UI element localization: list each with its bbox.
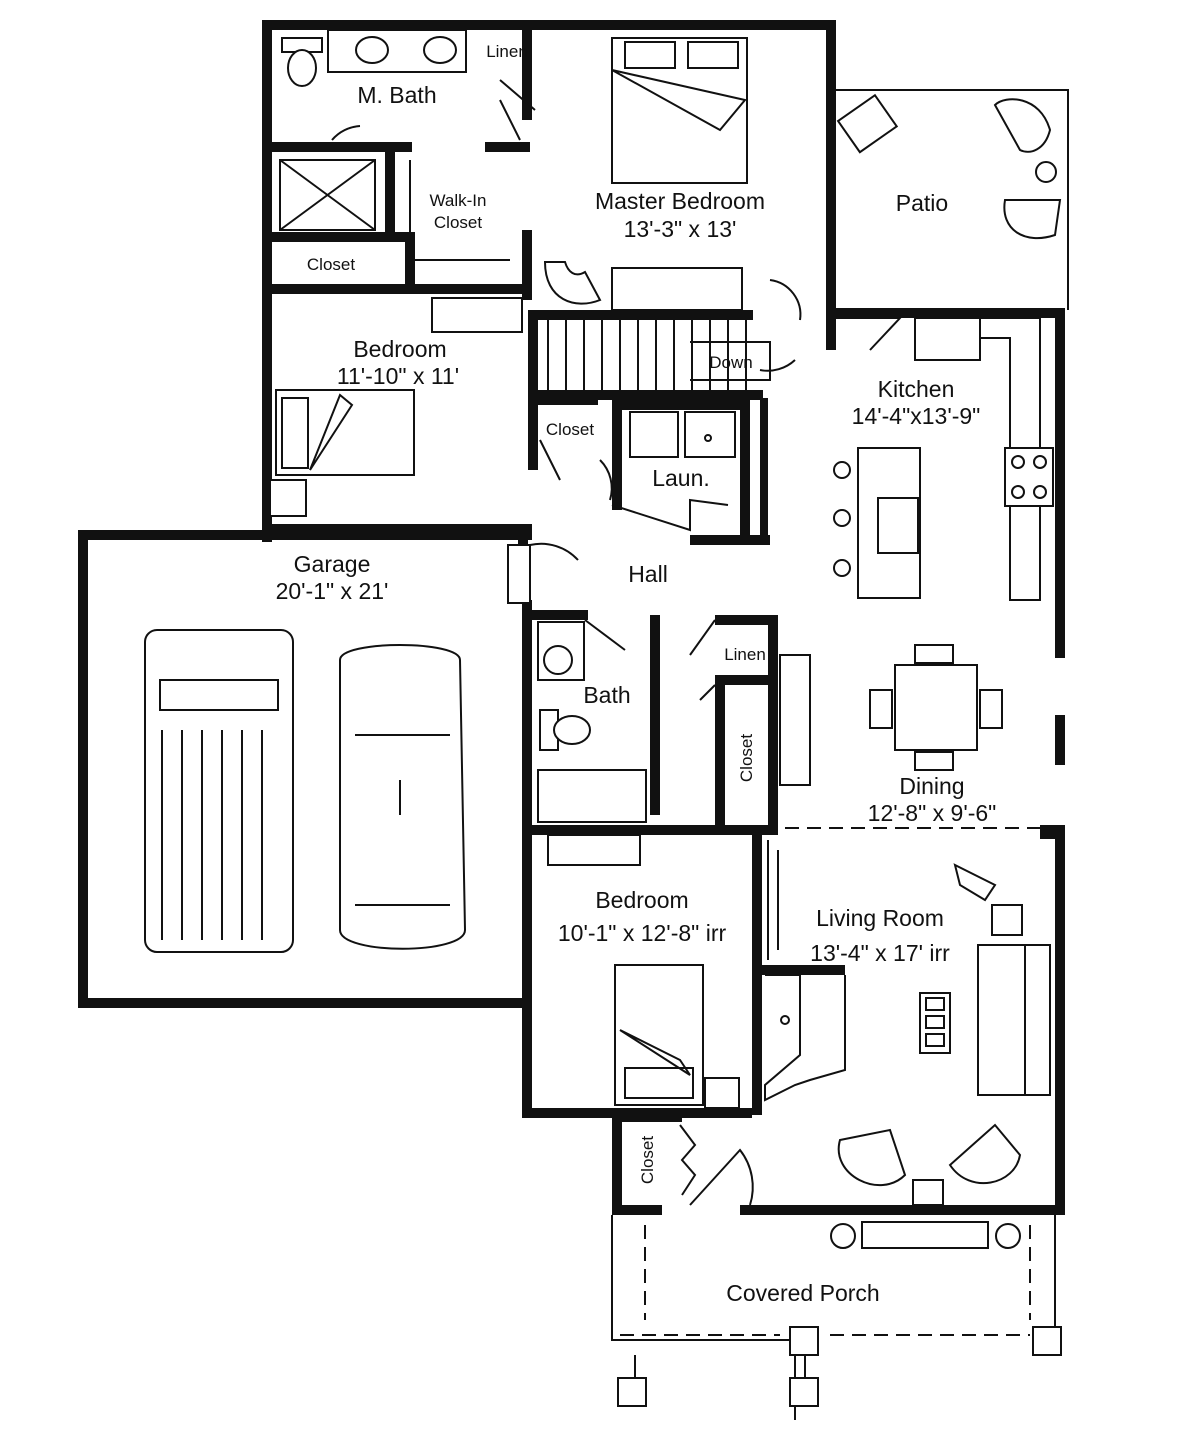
label-laundry: Laun. bbox=[652, 465, 710, 491]
label-linen-mid: Linen bbox=[724, 645, 766, 664]
master-bath-fixtures bbox=[279, 29, 510, 261]
label-kitchen-size: 14'-4"x13'-9" bbox=[852, 403, 981, 429]
label-hall: Hall bbox=[628, 561, 668, 587]
label-bedroom-2: Bedroom bbox=[595, 887, 688, 913]
dining-furniture bbox=[869, 644, 1003, 771]
label-closet-entry: Closet bbox=[638, 1136, 657, 1184]
entry-details bbox=[679, 1124, 754, 1206]
laundry-fixtures bbox=[539, 411, 736, 532]
label-m-bath: M. Bath bbox=[357, 82, 436, 108]
label-kitchen: Kitchen bbox=[878, 376, 955, 402]
label-walk-in-2: Closet bbox=[434, 213, 482, 232]
label-closet-vertical: Closet bbox=[737, 734, 756, 782]
label-bath: Bath bbox=[583, 682, 630, 708]
label-closet-hall: Closet bbox=[546, 420, 594, 439]
label-garage-size: 20'-1" x 21' bbox=[276, 578, 389, 604]
kitchen-fixtures bbox=[833, 317, 1054, 601]
label-living-room: Living Room bbox=[816, 905, 944, 931]
label-garage: Garage bbox=[294, 551, 371, 577]
hall-details bbox=[689, 619, 1040, 829]
label-linen-top: Linen bbox=[486, 42, 528, 61]
label-dining-size: 12'-8" x 9'-6" bbox=[868, 800, 997, 826]
label-bedroom-2-size: 10'-1" x 12'-8" irr bbox=[558, 920, 727, 946]
patio-furniture bbox=[836, 93, 1062, 240]
label-dining: Dining bbox=[899, 773, 964, 799]
label-living-room-size: 13'-4" x 17' irr bbox=[810, 940, 950, 966]
living-room-furniture bbox=[764, 863, 1051, 1206]
master-bedroom-furniture bbox=[499, 37, 802, 321]
label-bedroom-1-size: 11'-10" x 11' bbox=[337, 363, 459, 389]
interior-walls bbox=[262, 142, 1065, 1122]
label-master-bedroom: Master Bedroom bbox=[595, 188, 765, 214]
room-labels: M. Bath Linen Walk-In Closet Closet Mast… bbox=[276, 42, 997, 1306]
covered-porch bbox=[611, 1215, 1062, 1420]
stairs bbox=[547, 320, 796, 392]
bedroom-1-furniture bbox=[269, 297, 523, 517]
label-bedroom-1: Bedroom bbox=[353, 336, 446, 362]
label-down: Down bbox=[709, 353, 752, 372]
label-master-bedroom-size: 13'-3" x 13' bbox=[624, 216, 737, 242]
bath-fixtures bbox=[537, 619, 716, 823]
label-patio: Patio bbox=[896, 190, 948, 216]
label-closet-mbath: Closet bbox=[307, 255, 355, 274]
bedroom-2-furniture bbox=[547, 834, 779, 1109]
garage-cars bbox=[144, 542, 579, 953]
label-walk-in-1: Walk-In bbox=[430, 191, 487, 210]
label-covered-porch: Covered Porch bbox=[726, 1280, 879, 1306]
